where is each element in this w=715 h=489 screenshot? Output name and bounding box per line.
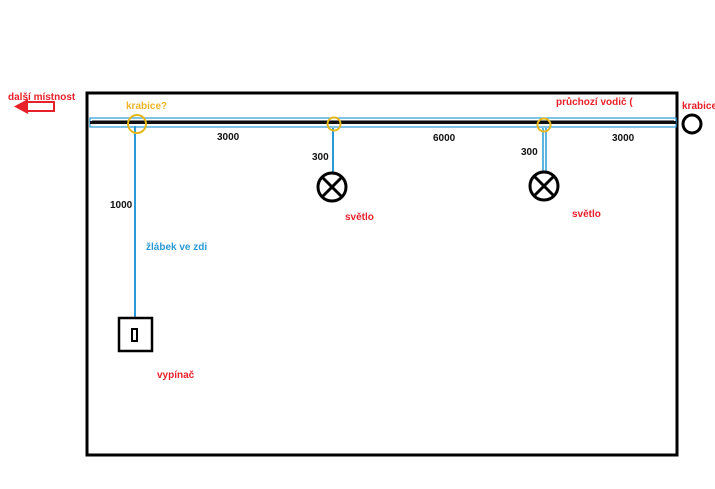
light-2-label: světlo [572, 209, 601, 220]
switch-label: vypínač [157, 370, 195, 381]
pass-through-wire-label: průchozí vodič ( [556, 96, 633, 108]
arrow-left-icon [14, 99, 55, 114]
junction-box-icon [536, 117, 552, 133]
junction-box-icon [681, 113, 703, 135]
dim-seg-3: 3000 [612, 133, 635, 144]
room-outline [85, 91, 679, 457]
junction-box-icon [326, 116, 342, 132]
dim-drop-1: 300 [312, 152, 329, 163]
groove-label: žlábek ve zdi [146, 242, 207, 253]
light-1-label: světlo [345, 212, 374, 223]
dim-seg-1: 3000 [217, 132, 240, 143]
light-fixture-icon [316, 171, 348, 203]
dim-seg-2: 6000 [433, 133, 456, 144]
light-fixture-icon [528, 170, 560, 202]
dim-switch-drop: 1000 [110, 200, 133, 211]
junction-box-icon [127, 114, 147, 134]
next-room-label: další místnost [8, 92, 76, 103]
switch-icon [117, 316, 154, 353]
box-right-label: krabice [682, 101, 715, 112]
box-question-label: krabice? [126, 101, 167, 112]
dim-drop-2: 300 [521, 147, 538, 158]
